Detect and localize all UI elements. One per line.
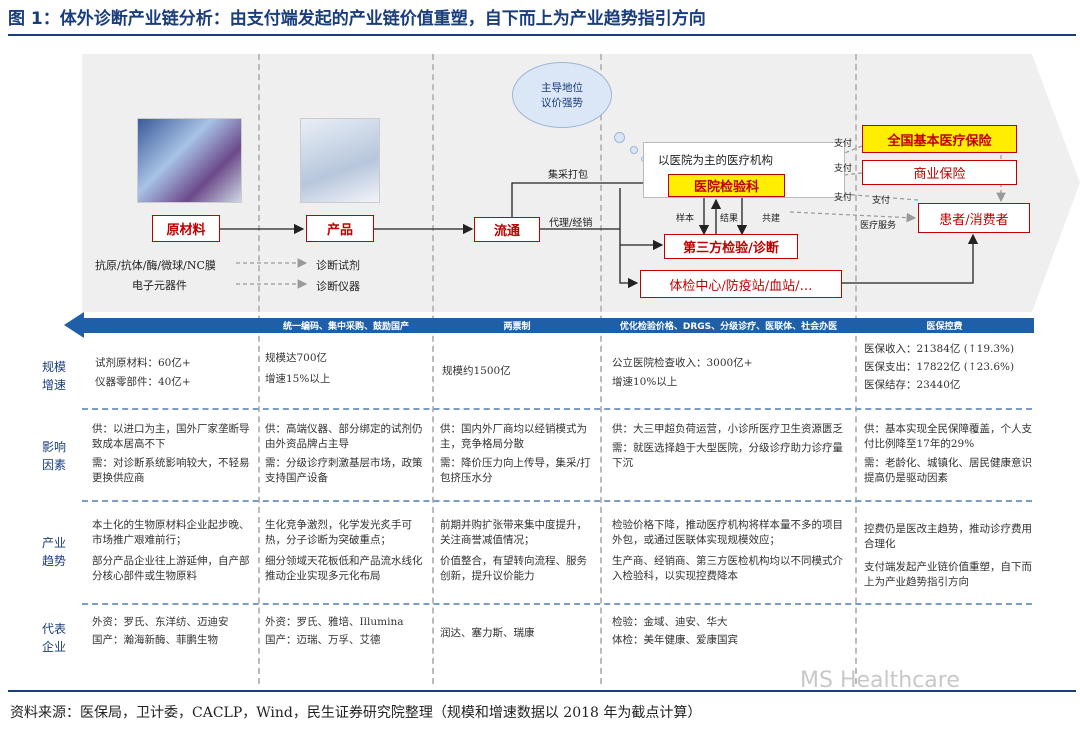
- row-label-companies: 代表企业: [41, 622, 66, 654]
- company-cell-circulation: 润达、塞力斯、瑞康: [440, 627, 535, 639]
- factor-cell-products: 供：高端仪器、部分绑定的试剂仍由外资品牌占主导 需：分级诊疗刺激基层市场，政策支…: [265, 423, 423, 484]
- health-center-box: 体检中心/防疫站/血站/…: [640, 270, 842, 298]
- electronics-label: 电子元器件: [132, 279, 187, 292]
- commercial-insurance-box: 商业保险: [862, 160, 1017, 185]
- third-party-lab-box: 第三方检验/诊断: [664, 234, 798, 259]
- row-label-factors: 影响因素: [41, 440, 66, 472]
- watermark: MS Healthcare: [800, 668, 960, 693]
- factor-cell-circulation: 供：国内外厂商均以经销模式为主，竞争格局分散 需：降价压力向上传导，集采/打包挤…: [440, 423, 591, 484]
- top-rule: [8, 34, 1076, 36]
- agent-label: 代理/经销: [549, 218, 593, 229]
- scale-cell-products: 规模达700亿 增速15%以上: [265, 352, 331, 385]
- materials-list: 抗原/抗体/酶/微球/NC膜: [95, 259, 216, 272]
- company-cell-products: 外资：罗氏、雅培、Illumina 国产：迈瑞、万孚、艾德: [265, 616, 404, 646]
- products-image: [300, 118, 380, 203]
- policy-band: [82, 318, 1034, 333]
- policy-band-text: 医保控费: [926, 322, 963, 332]
- national-insurance-box: 全国基本医疗保险: [862, 125, 1017, 153]
- source-footer: 资料来源：医保局，卫计委，CACLP，Wind，民生证券研究院整理（规模和增速数…: [10, 705, 702, 721]
- sample-label: 样本: [676, 214, 695, 224]
- scale-cell-materials: 试剂原材料：60亿+ 仪器零部件：40亿+: [95, 357, 191, 388]
- dominance-cloud: 主导地位 议价强势: [512, 62, 612, 128]
- figure-title: 图 1：体外诊断产业链分析：由支付端发起的产业链价值重塑，自下而上为产业趋势指引…: [8, 9, 706, 29]
- scale-cell-payer: 医保收入：21384亿 (↑19.3%) 医保支出：17822亿 (↑23.6%…: [864, 343, 1015, 391]
- factor-cell-payer: 供：基本实现全民保障覆盖，个人支付比例降至17年的29% 需：老龄化、城镇化、居…: [864, 423, 1032, 484]
- column-divider: [432, 54, 434, 684]
- result-label: 结果: [720, 214, 739, 224]
- trend-cell-circulation: 前期并购扩张带来集中度提升，关注商誉减值情况； 价值整合，有望转向流程、服务创新…: [440, 519, 587, 582]
- scale-cell-circulation: 规模约1500亿: [442, 365, 511, 377]
- trend-cell-materials: 本土化的生物原材料企业起步晚、市场推广艰难前行； 部分产品企业往上游延伸，自产部…: [92, 519, 250, 582]
- flow-arrowhead: [1032, 54, 1080, 312]
- policy-band-text: 统一编码、集中采购、鼓励国产: [282, 322, 409, 332]
- raw-materials-image: [137, 118, 242, 203]
- trend-cell-products: 生化竞争激烈，化学发光炙手可热，分子诊断为突破重点； 细分领域天花板低和产品流水…: [265, 519, 423, 582]
- row-label-scale: 规模增速: [41, 360, 66, 392]
- scale-cell-hospital: 公立医院检查收入：3000亿+ 增速10%以上: [612, 357, 753, 388]
- pay-label-3: 支付: [834, 193, 853, 203]
- row-label-trends: 产业趋势: [41, 536, 66, 568]
- cloud-bubble: [630, 146, 638, 154]
- column-divider: [855, 54, 857, 684]
- patient-box: 患者/消费者: [918, 203, 1030, 233]
- column-divider: [600, 54, 602, 684]
- policy-band-text: 两票制: [503, 322, 531, 332]
- hospital-lab-box: 医院检验科: [668, 174, 785, 197]
- procure-label: 集采打包: [548, 170, 588, 181]
- company-cell-hospital: 检验：金域、迪安、华大 体检：美年健康、爱康国宾: [612, 616, 738, 646]
- company-cell-materials: 外资：罗氏、东洋纺、迈迪安 国产：瀚海新酶、菲鹏生物: [92, 616, 229, 646]
- circulation-box: 流通: [474, 217, 540, 242]
- cloud-bubble: [614, 132, 625, 143]
- products-box: 产品: [306, 215, 374, 242]
- column-divider: [258, 54, 260, 684]
- row-separator: [82, 603, 1032, 605]
- pay-label-4: 支付: [872, 196, 891, 206]
- row-separator: [82, 408, 1032, 410]
- bottom-rule: [8, 690, 1076, 692]
- coop-label: 共建: [762, 214, 781, 224]
- row-separator: [82, 500, 1032, 502]
- trend-cell-hospital: 检验价格下降，推动医疗机构将样本量不多的项目外包，或通过医联体实现规模效应； 生…: [612, 519, 843, 582]
- raw-materials-box: 原材料: [152, 215, 220, 242]
- trend-cell-payer: 控费仍是医改主趋势，推动诊疗费用合理化 支付端发起产业链价值重塑，自下而上为产业…: [864, 523, 1032, 588]
- pay-label-2: 支付: [834, 164, 853, 174]
- reagents-label: 诊断试剂: [316, 259, 360, 272]
- pay-label-1: 支付: [834, 139, 853, 149]
- hospital-group-label: 以医院为主的医疗机构: [658, 153, 773, 167]
- factor-cell-materials: 供：以进口为主，国外厂家垄断导致成本居高不下 需：对诊断系统影响较大，不轻易更换…: [92, 423, 250, 484]
- policy-band-text: 优化检验价格、DRGS、分级诊疗、医联体、社会办医: [619, 322, 838, 332]
- instruments-label: 诊断仪器: [316, 280, 360, 293]
- medical-service-label: 医疗服务: [860, 221, 897, 231]
- policy-band-tip: [64, 312, 84, 338]
- factor-cell-hospital: 供：大三甲超负荷运营，小诊所医疗卫生资源匮乏 需：就医选择趋于大型医院，分级诊疗…: [612, 423, 843, 469]
